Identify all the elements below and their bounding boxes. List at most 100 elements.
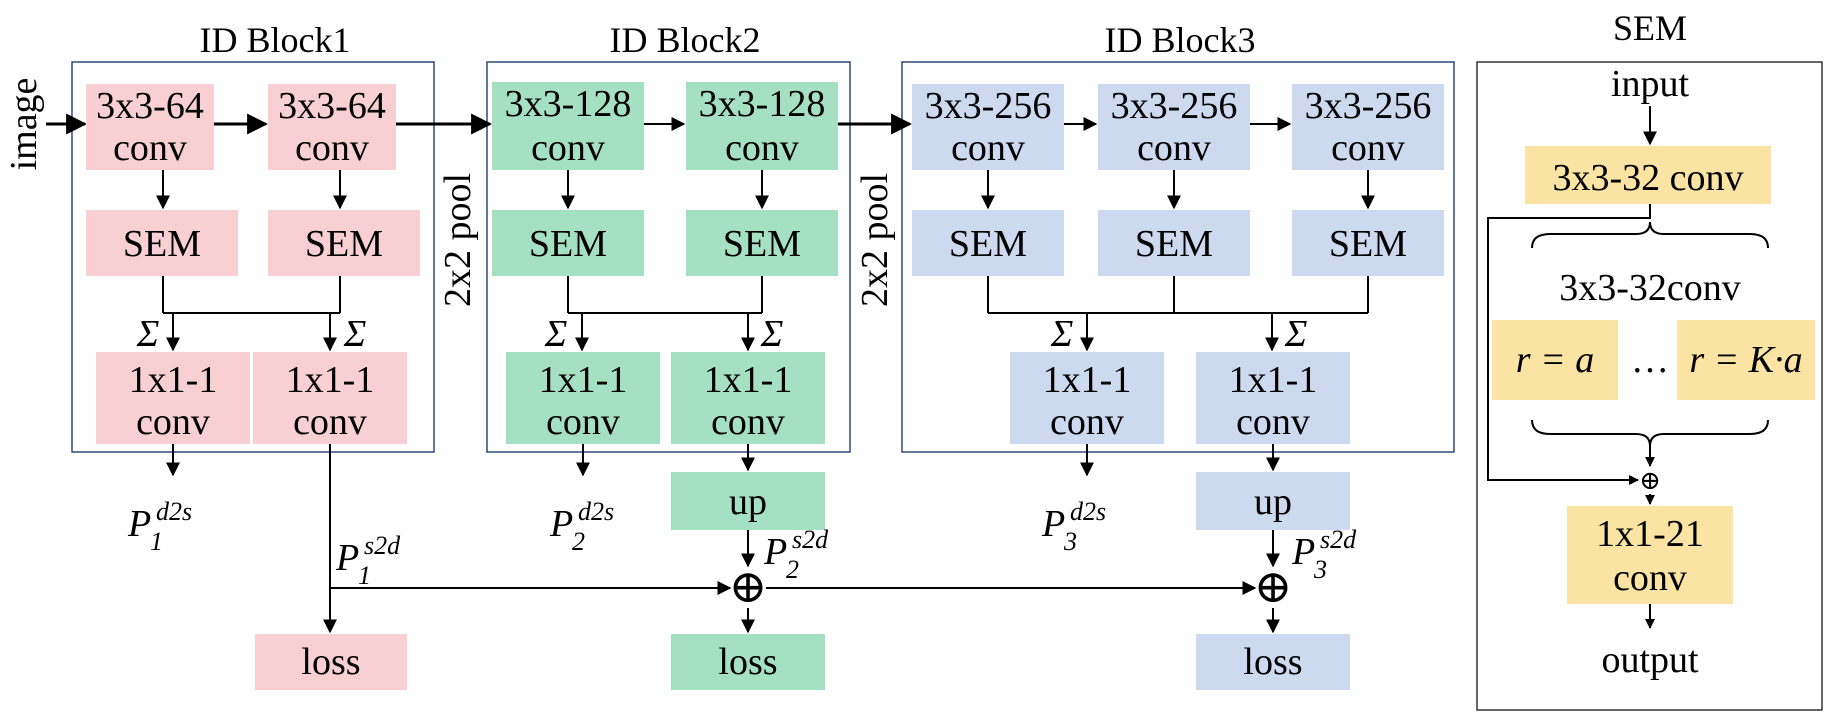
loss1-label: loss — [301, 641, 360, 683]
sem-conv-top-box — [1525, 146, 1771, 204]
sem-r-first-box — [1492, 320, 1618, 400]
b1-sigma2: Σ — [343, 313, 367, 355]
svg-text:3: 3 — [1063, 527, 1077, 556]
b1-side1-line2: conv — [136, 401, 210, 443]
b3-side1-line2: conv — [1050, 401, 1124, 443]
b2-side1-box — [506, 352, 660, 444]
sem-r-first-label: r = a — [1516, 339, 1594, 381]
b1-side1-line1: 1x1-1 — [129, 359, 218, 401]
svg-text:1: 1 — [358, 561, 371, 590]
b3-conv1-line2: conv — [951, 127, 1025, 169]
loss3-label: loss — [1243, 641, 1302, 683]
p1-d2s-label: P d2s 1 — [127, 497, 192, 556]
svg-text:1: 1 — [150, 527, 163, 556]
b3-side1-line1: 1x1-1 — [1043, 359, 1132, 401]
svg-text:s2d: s2d — [792, 525, 829, 554]
svg-text:P: P — [763, 531, 787, 573]
b2-side1-line2: conv — [546, 401, 620, 443]
sem-module-group: SEM — [1476, 8, 1823, 711]
b1-sigma1: Σ — [136, 313, 160, 355]
p3-d2s-label: P d2s 3 — [1041, 497, 1106, 556]
b3-side2-line1: 1x1-1 — [1229, 359, 1318, 401]
svg-text:d2s: d2s — [578, 497, 614, 526]
b3-sigma1: Σ — [1050, 313, 1074, 355]
sem-module-title: SEM — [1613, 8, 1687, 48]
sem-bottom-brace — [1531, 419, 1769, 447]
sem-ellipsis: … — [1631, 339, 1669, 381]
svg-text:P: P — [127, 503, 151, 545]
b1-side2-box — [253, 352, 407, 444]
b2-up-label: up — [729, 481, 767, 523]
svg-text:P: P — [1291, 531, 1315, 573]
b1-sem1-label: SEM — [123, 223, 201, 265]
b3-sem1-label: SEM — [949, 223, 1027, 265]
svg-text:3: 3 — [1313, 555, 1327, 584]
b3-conv3-box — [1292, 84, 1444, 170]
input-image-label: image — [3, 78, 45, 171]
p1-s2d-label: P s2d 1 — [335, 531, 401, 590]
b3-conv1-line1: 3x3-256 — [925, 85, 1052, 127]
b2-side1-line1: 1x1-1 — [539, 359, 628, 401]
b2-fusion-lines — [567, 276, 763, 314]
p3-s2d-label: P s2d 3 — [1291, 525, 1357, 584]
id-block3-title: ID Block3 — [1105, 20, 1256, 60]
b2-conv2-line2: conv — [725, 127, 799, 169]
svg-text:P: P — [549, 503, 573, 545]
b3-conv2-line1: 3x3-256 — [1111, 85, 1238, 127]
b1-side2-line2: conv — [293, 401, 367, 443]
b1-conv2-line1: 3x3-64 — [278, 85, 386, 127]
svg-text:2: 2 — [786, 555, 799, 584]
b2-sem1-box — [492, 210, 644, 276]
sem-r-last-box — [1677, 320, 1815, 400]
svg-text:P: P — [1041, 503, 1065, 545]
sum3-oplus: ⊕ — [1254, 561, 1293, 612]
id-block2-frame — [486, 61, 851, 453]
b1-sem1-box — [86, 210, 238, 276]
id-block3-group: ID Block3 — [901, 20, 1455, 453]
b1-sem2-label: SEM — [305, 223, 383, 265]
loss1-box — [255, 634, 407, 690]
b3-up-box — [1196, 472, 1350, 530]
b1-conv1-box — [86, 84, 214, 170]
b2-sem2-label: SEM — [723, 223, 801, 265]
b2-side2-line2: conv — [711, 401, 785, 443]
b3-sem3-label: SEM — [1329, 223, 1407, 265]
b3-sem2-box — [1098, 210, 1250, 276]
svg-text:d2s: d2s — [1070, 497, 1106, 526]
b1-side1-box — [96, 352, 250, 444]
b2-conv1-line1: 3x3-128 — [505, 83, 632, 125]
b3-sigma2: Σ — [1284, 313, 1308, 355]
b3-conv3-line2: conv — [1331, 127, 1405, 169]
p2-s2d-label: P s2d 2 — [763, 525, 829, 584]
b1-conv1-line2: conv — [113, 127, 187, 169]
b3-conv3-line1: 3x3-256 — [1305, 85, 1432, 127]
b2-sigma2: Σ — [760, 313, 784, 355]
b3-sem3-box — [1292, 210, 1444, 276]
b1-conv2-box — [268, 84, 396, 170]
id-block1-title: ID Block1 — [200, 20, 351, 60]
sem-output-label: output — [1601, 639, 1699, 681]
b3-conv2-line2: conv — [1137, 127, 1211, 169]
b3-sem1-box — [912, 210, 1064, 276]
b3-conv1-box — [912, 84, 1064, 170]
sem-final-conv-line2: conv — [1613, 557, 1687, 599]
b2-sigma1: Σ — [544, 313, 568, 355]
b3-conv2-box — [1098, 84, 1250, 170]
b2-conv2-line1: 3x3-128 — [699, 83, 826, 125]
sum2-oplus: ⊕ — [729, 561, 768, 612]
b3-side2-box — [1196, 352, 1350, 444]
b3-side2-line2: conv — [1236, 401, 1310, 443]
pool-label-1: 2x2 pool — [437, 173, 479, 307]
b2-side2-box — [671, 352, 825, 444]
b2-side2-line1: 1x1-1 — [704, 359, 793, 401]
sem-input-label: input — [1611, 63, 1690, 105]
id-block1-group: ID Block1 — [71, 20, 435, 453]
b2-conv1-box — [492, 82, 644, 170]
b1-conv2-line2: conv — [295, 127, 369, 169]
b1-sem2-box — [268, 210, 420, 276]
pool-label-2: 2x2 pool — [854, 173, 896, 307]
svg-text:s2d: s2d — [364, 531, 401, 560]
b2-conv1-line2: conv — [531, 127, 605, 169]
id-block3-frame — [901, 61, 1455, 453]
